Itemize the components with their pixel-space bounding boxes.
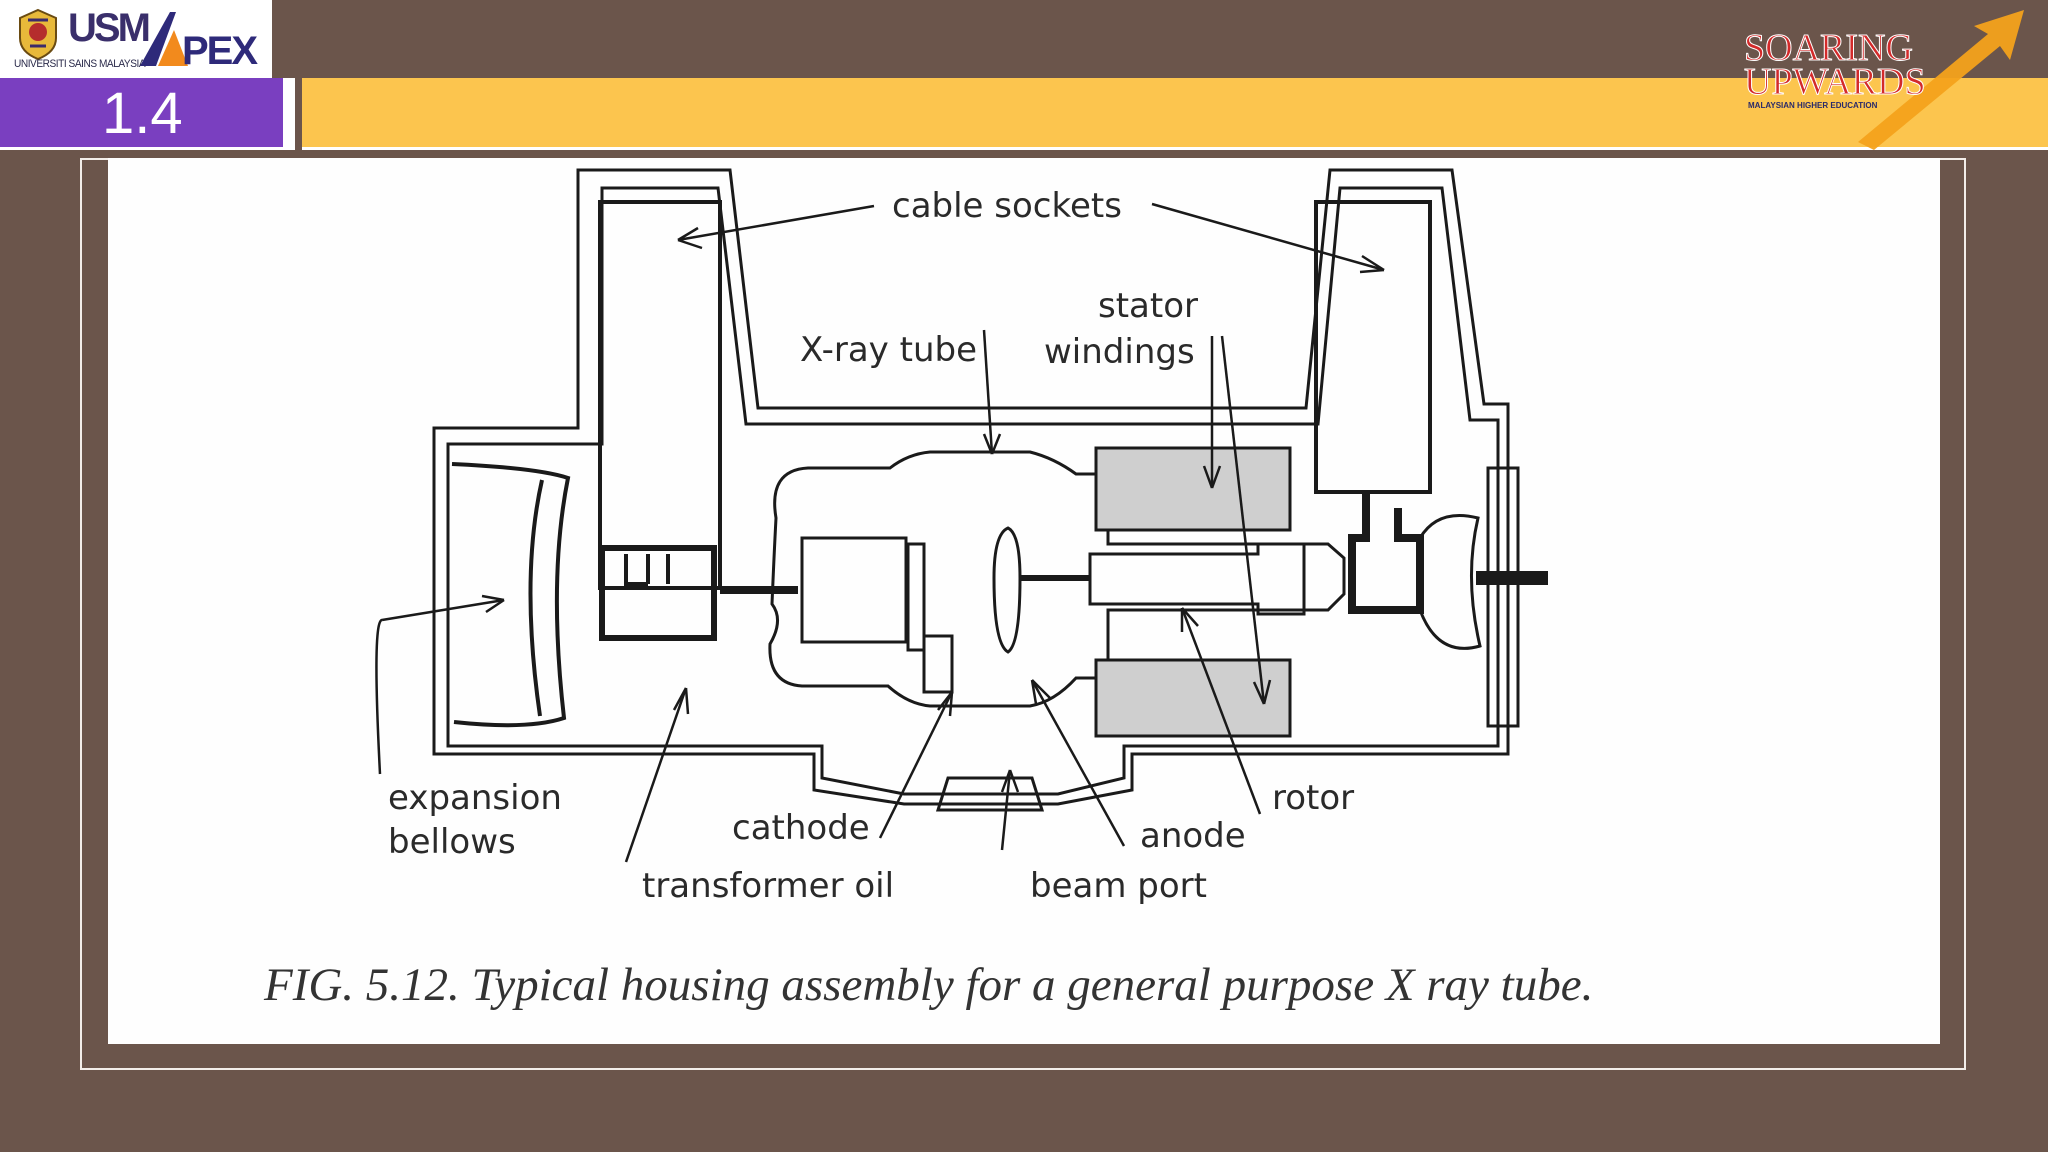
housing-outer [432, 168, 1510, 806]
left-cable-socket [598, 200, 722, 590]
svg-text:UPWARDS: UPWARDS [1744, 61, 1926, 103]
label-cathode: cathode [732, 808, 870, 848]
usm-logo-text: USM [68, 6, 151, 50]
svg-text:PEX: PEX [182, 29, 258, 70]
label-xray-tube: X-ray tube [800, 330, 977, 370]
label-beam-port: beam port [1030, 866, 1207, 906]
label-bellows: bellows [388, 822, 516, 862]
right-cable-socket [1314, 200, 1432, 494]
left-socket-connector [599, 545, 717, 641]
slide-number-bar: 1.4 [0, 78, 283, 150]
svg-text:MALAYSIAN HIGHER EDUCATION: MALAYSIAN HIGHER EDUCATION [1748, 101, 1878, 110]
figure-panel: cable sockets stator windings X-ray tube… [108, 158, 1940, 1044]
label-windings: windings [1044, 332, 1195, 372]
slide-number: 1.4 [102, 81, 183, 146]
stator-bottom [1094, 658, 1292, 738]
svg-text:SOARING: SOARING [1744, 27, 1913, 69]
label-stator: stator [1098, 286, 1198, 326]
usm-crest-icon [19, 8, 57, 61]
label-expansion: expansion [388, 778, 562, 818]
xray-housing-diagram [375, 168, 1548, 863]
pointer-arrows [375, 202, 1385, 863]
stator-top [1094, 446, 1292, 532]
label-cable-sockets: cable sockets [892, 186, 1122, 226]
label-transformer-oil: transformer oil [642, 866, 895, 906]
expansion-bellows [451, 462, 571, 728]
beam-port-window [935, 776, 1045, 812]
usm-subtitle: UNIVERSITI SAINS MALAYSIA [14, 58, 146, 70]
title-bar [302, 78, 2048, 150]
apex-logo: PEX [140, 12, 260, 70]
rotor [1088, 542, 1306, 616]
soaring-upwards-logo: SOARING UPWARDS MALAYSIAN HIGHER EDUCATI… [1744, 10, 2024, 150]
header-divider [283, 78, 295, 150]
university-logo-box: USM UNIVERSITI SAINS MALAYSIA PEX [0, 0, 272, 78]
label-anode: anode [1140, 816, 1246, 856]
label-rotor: rotor [1272, 778, 1355, 818]
figure-caption: FIG. 5.12. Typical housing assembly for … [264, 959, 1594, 1011]
anode-disc [992, 526, 1022, 654]
cathode-block [800, 536, 908, 644]
